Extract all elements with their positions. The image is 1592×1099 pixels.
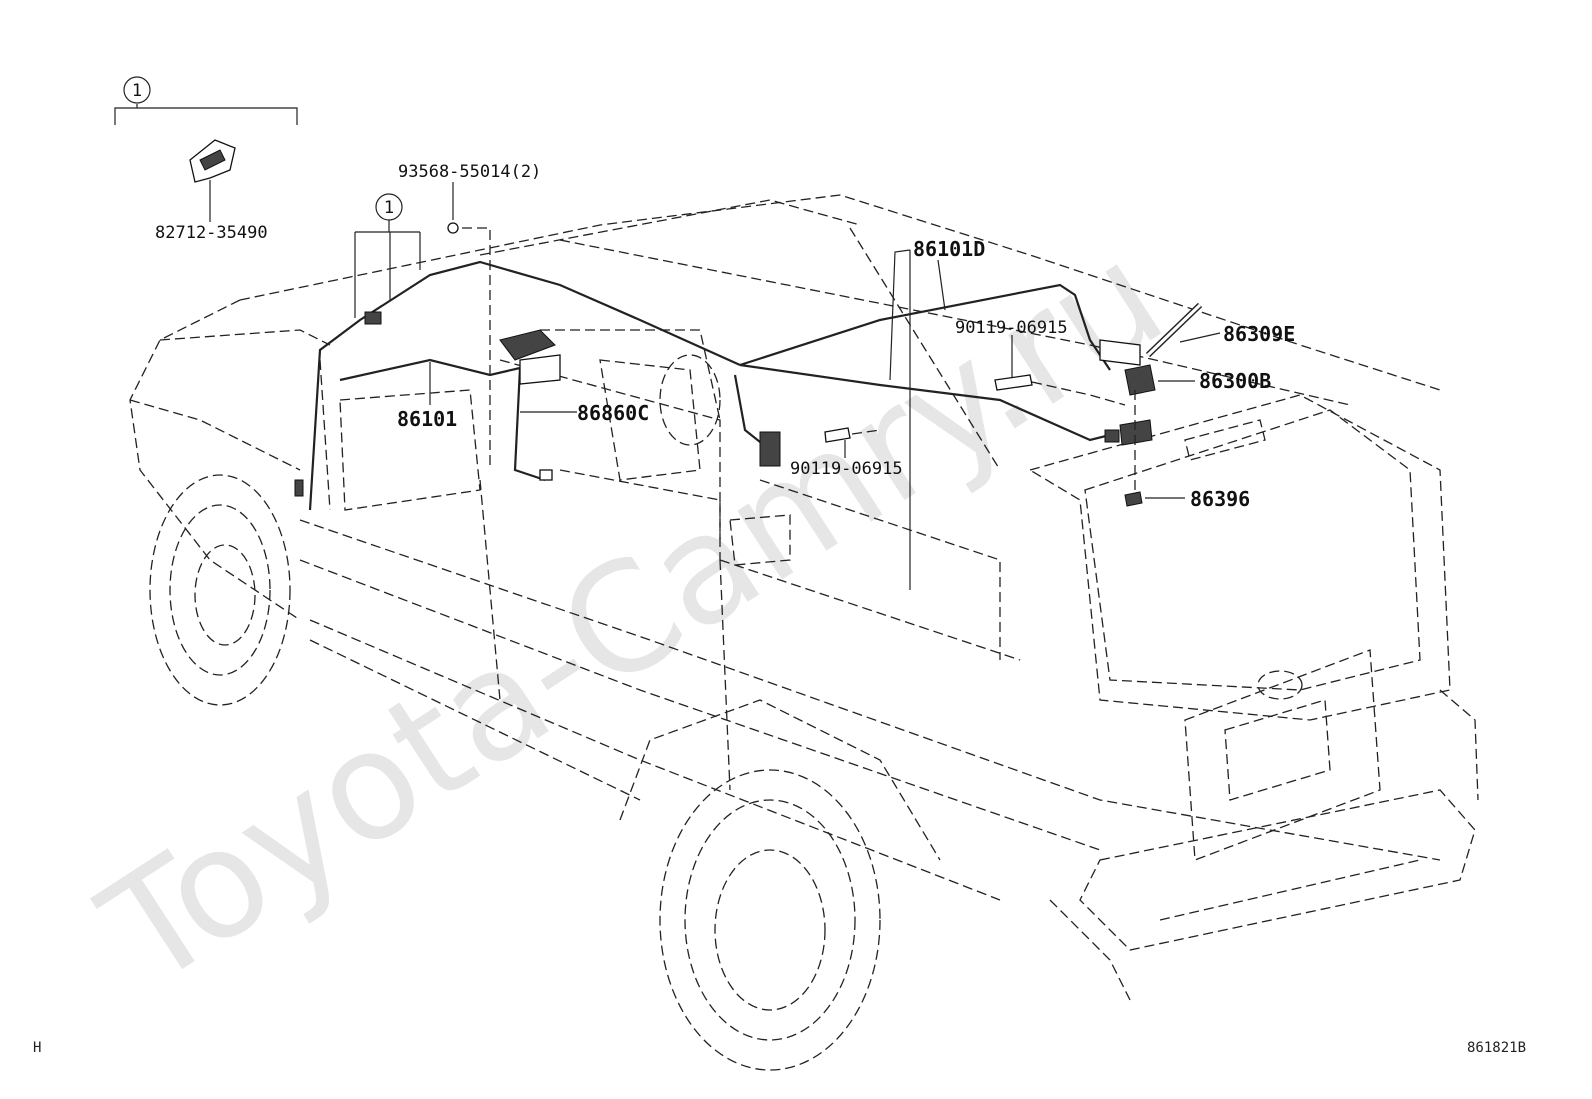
- receiver-unit: [499, 329, 561, 385]
- label-82712-35490: 82712-35490: [155, 223, 268, 243]
- ref-circle-pillar-label: 1: [384, 198, 394, 218]
- vehicle-outline: [129, 194, 1479, 1071]
- leader-lines: [209, 180, 1221, 590]
- bracket-ref-pillar: 1: [354, 193, 421, 318]
- side-connector: [294, 479, 304, 497]
- label-86860c: 86860C: [577, 401, 649, 425]
- label-86309e: 86309E: [1223, 322, 1295, 346]
- callout-labels: 82712-35490 93568-55014(2) 86101D 90119-…: [155, 162, 1295, 511]
- screw-93568: [447, 222, 459, 234]
- label-86396: 86396: [1190, 487, 1250, 511]
- footer-left-code: H: [33, 1040, 41, 1056]
- rear-connector: [759, 431, 781, 467]
- label-86300b: 86300B: [1199, 369, 1271, 393]
- label-86101: 86101: [397, 407, 457, 431]
- antenna-assembly: [1099, 302, 1203, 507]
- label-90119-06915-bottom: 90119-06915: [790, 459, 903, 479]
- bolt-90119-top: [994, 374, 1033, 391]
- label-86101d: 86101D: [913, 237, 985, 261]
- footer-right-code: 861821B: [1467, 1040, 1526, 1056]
- wire-harnesses: [294, 260, 1120, 511]
- inset-clip-82712: [189, 139, 236, 183]
- ref-circle-top-label: 1: [132, 81, 142, 101]
- label-90119-06915-top: 90119-06915: [955, 318, 1068, 338]
- ref-circle-top: [123, 76, 151, 104]
- rear-plug: [1104, 429, 1120, 443]
- 86860c-connector: [539, 469, 553, 481]
- bracket-ref-top: 1: [114, 76, 298, 125]
- label-93568-55014: 93568-55014(2): [398, 162, 541, 182]
- bolt-90119-bottom: [824, 427, 851, 443]
- pillar-connector: [364, 311, 382, 325]
